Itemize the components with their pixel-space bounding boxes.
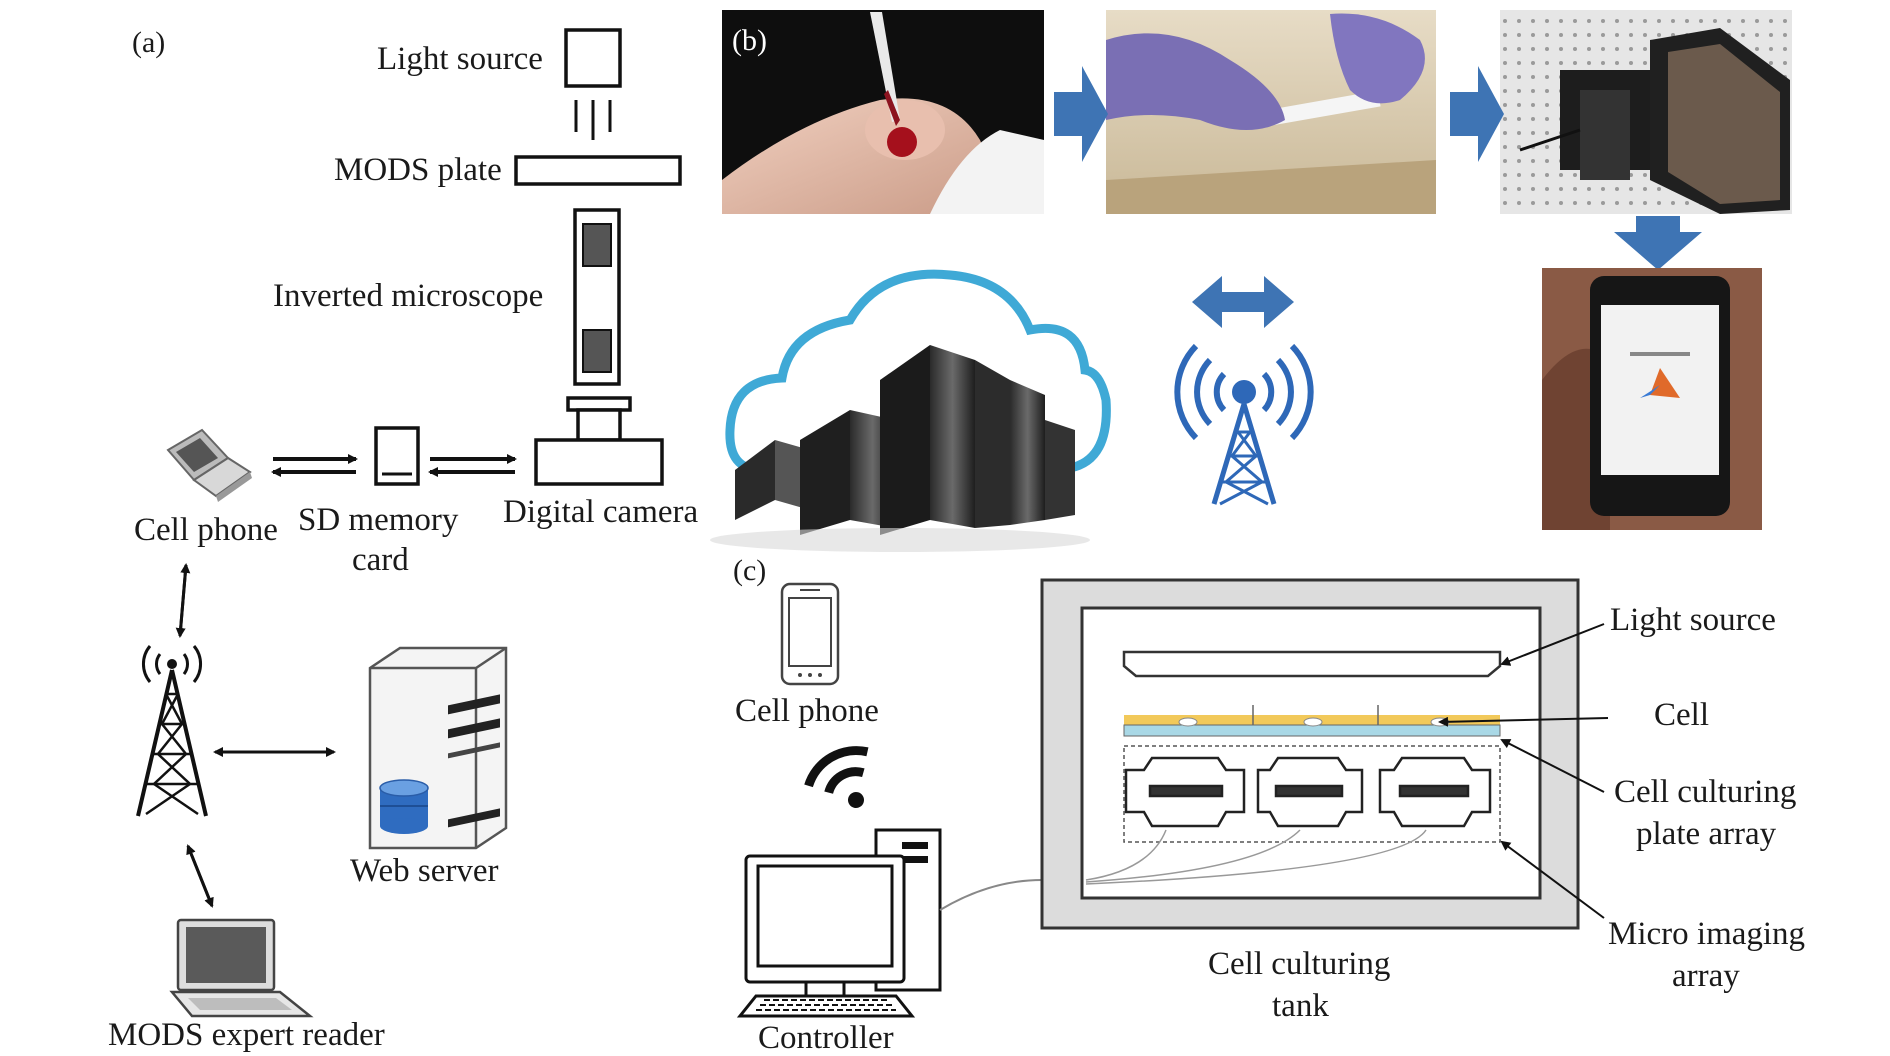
tank-light-source (1122, 650, 1502, 678)
mods-plate-icon (514, 155, 682, 186)
label-light-source-c: Light source (1610, 602, 1776, 638)
photo-blood-sample (722, 10, 1044, 214)
label-controller: Controller (758, 1020, 894, 1056)
cell-tower-icon (136, 645, 208, 817)
photo-slide-preparation (1106, 10, 1436, 214)
arrows-sd-camera (428, 454, 517, 477)
label-sd-card-2: card (352, 542, 409, 578)
flow-arrow-down (1614, 216, 1702, 270)
pointer-cell (1438, 716, 1609, 727)
label-light-source-a: Light source (377, 41, 543, 77)
arrows-phone-sd (271, 454, 358, 477)
flow-arrow-2 (1450, 66, 1504, 162)
imaging-unit (1378, 756, 1492, 828)
sd-card-icon (374, 426, 420, 486)
light-source-icon (564, 28, 622, 140)
label-mods-plate: MODS plate (334, 152, 502, 188)
web-server-icon (368, 646, 508, 850)
smartphone-icon (780, 582, 840, 686)
flip-phone-icon (166, 428, 252, 502)
culturing-tank (1040, 578, 1580, 930)
plate-layer (1123, 724, 1501, 737)
label-cell-phone-a: Cell phone (134, 512, 278, 548)
panel-label-a: (a) (132, 26, 165, 59)
label-plate-array-2: plate array (1636, 816, 1777, 852)
photo-mobile-microscope (1500, 10, 1792, 214)
label-cell-phone-c: Cell phone (735, 693, 879, 729)
label-plate-array-1: Cell culturing (1614, 774, 1796, 810)
label-inverted-microscope: Inverted microscope (273, 278, 543, 314)
label-tank-1: Cell culturing (1208, 946, 1390, 982)
camera-icon (534, 396, 664, 486)
label-digital-camera: Digital camera (503, 494, 699, 530)
laptop-icon (169, 918, 314, 1018)
wireless-tower-blue-icon (1174, 343, 1314, 506)
label-tank-2: tank (1272, 988, 1329, 1024)
controller-cable (939, 879, 1043, 911)
label-imaging-array-1: Micro imaging (1608, 916, 1805, 952)
imaging-unit (1124, 756, 1246, 828)
pointer-light-source (1500, 623, 1605, 666)
label-web-server: Web server (350, 853, 499, 889)
photo-smartphone-app (1542, 268, 1762, 530)
imaging-unit (1256, 756, 1364, 828)
pointer-imaging-array (1500, 840, 1605, 919)
pointer-plate-array (1500, 739, 1605, 793)
imaging-array-frame (1123, 745, 1501, 843)
sync-double-arrow (1192, 276, 1294, 328)
label-cell: Cell (1654, 697, 1709, 733)
label-expert-reader: MODS expert reader (108, 1017, 385, 1053)
microscope-icon (573, 208, 621, 386)
flow-arrow-1 (1054, 66, 1108, 162)
label-imaging-array-2: array (1672, 958, 1740, 994)
panel-label-b: (b) (732, 24, 767, 57)
panel-label-c: (c) (733, 554, 766, 587)
cloud-datacenter-icon (710, 269, 1111, 552)
wifi-icon (804, 746, 869, 808)
label-sd-card-1: SD memory (298, 502, 459, 538)
desktop-computer-icon (736, 828, 942, 1018)
